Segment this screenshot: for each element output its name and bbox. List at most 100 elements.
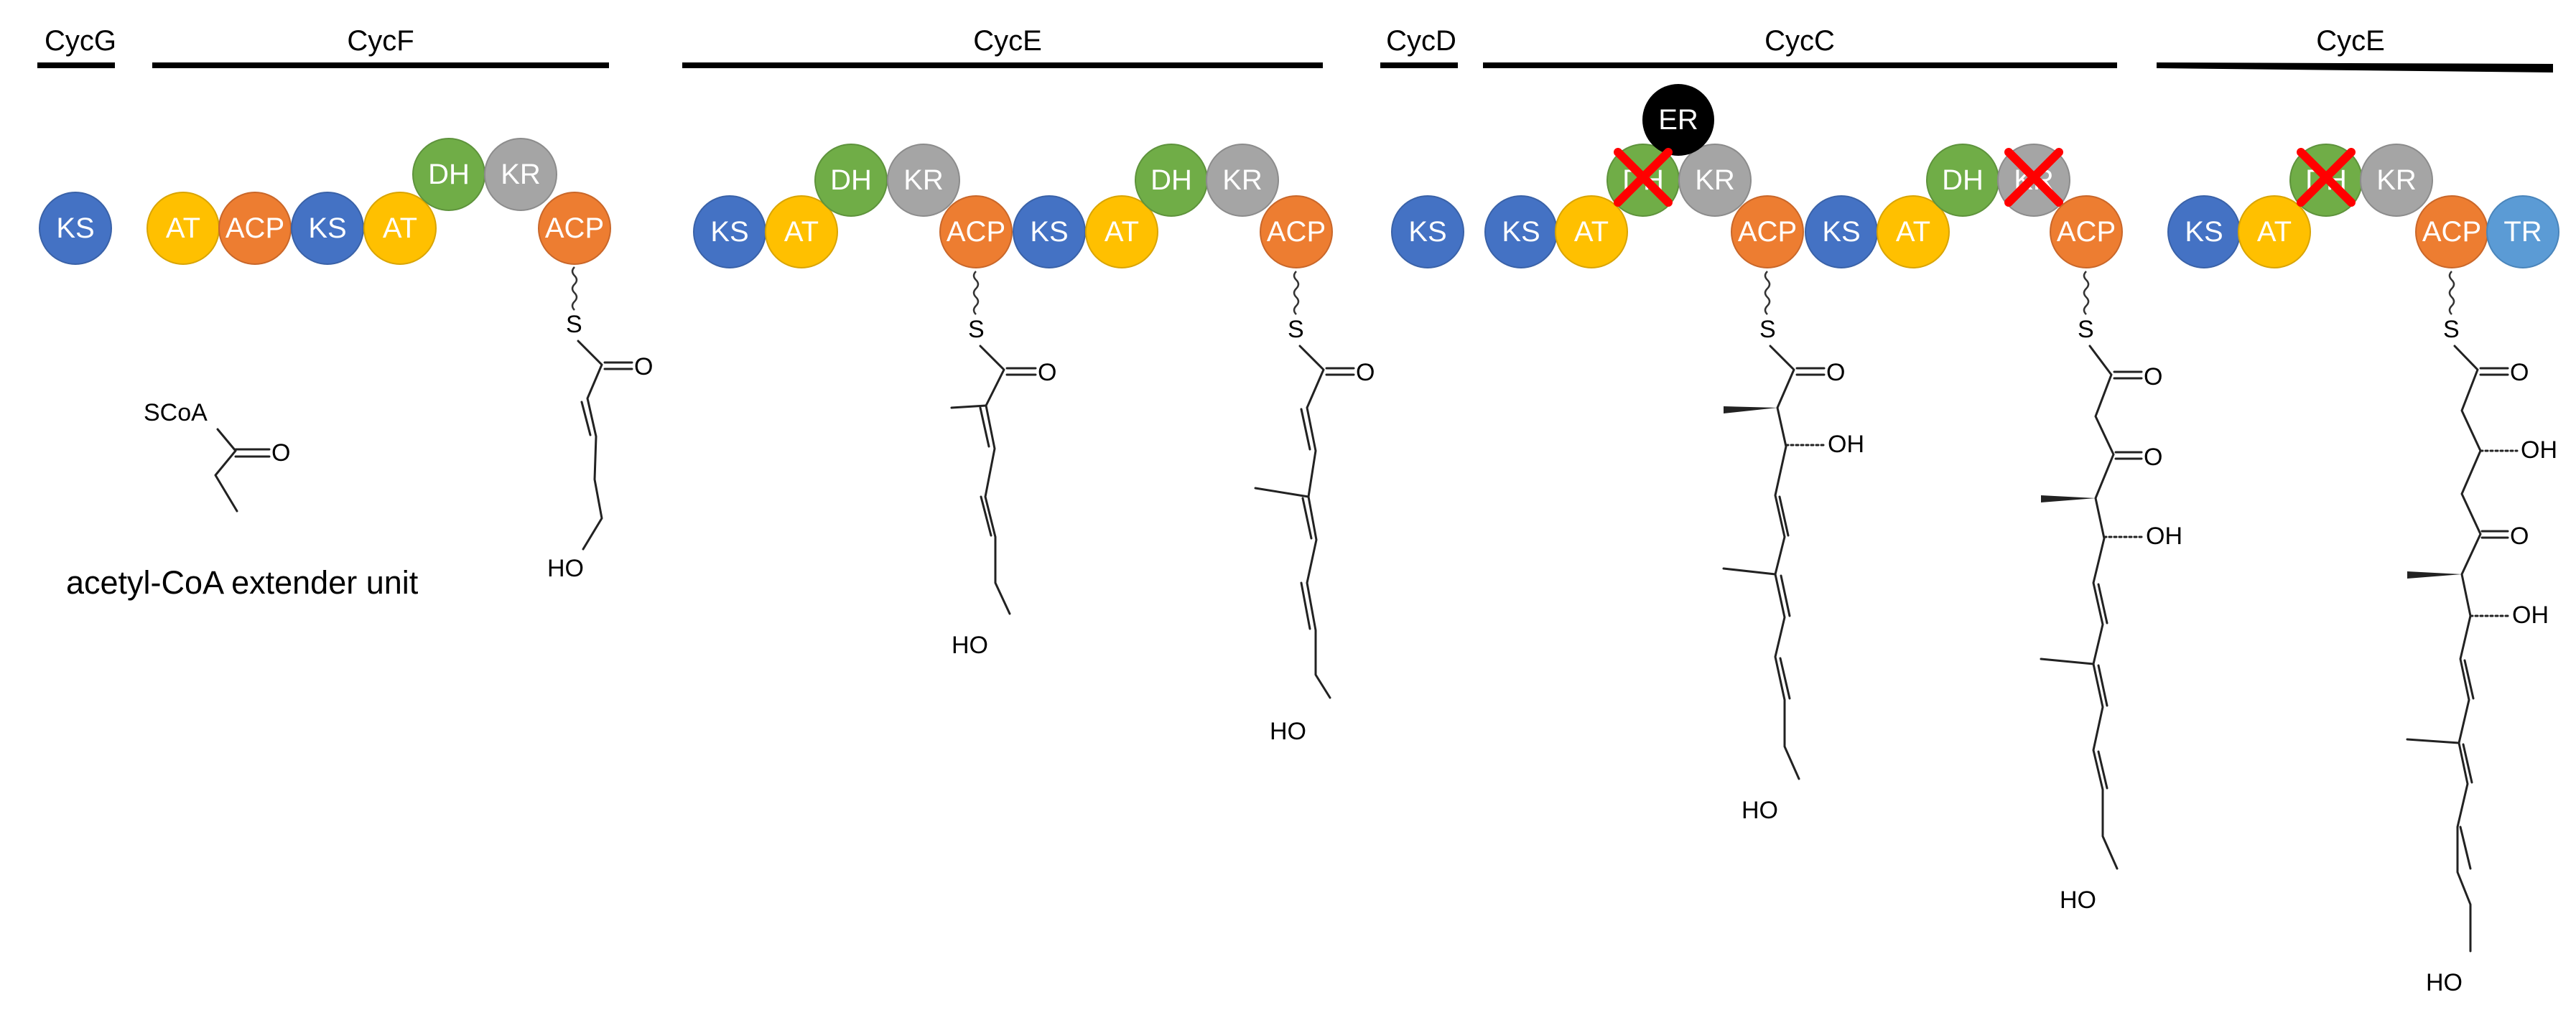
svg-text:AT: AT <box>1574 216 1609 248</box>
terminal-hydroxyl-label: HO <box>2060 887 2096 914</box>
domain-at: AT <box>765 195 838 268</box>
gene-label-cyce-1: CycE <box>973 25 1042 57</box>
oxygen-label: O <box>2510 523 2529 550</box>
terminal-hydroxyl-label: HO <box>547 555 584 582</box>
domain-kr: KR <box>1678 144 1752 217</box>
domain-acp: ACP <box>2415 195 2488 268</box>
oxygen-label: O <box>271 439 290 467</box>
sulfur-label: S <box>1288 316 1304 343</box>
domain-at: AT <box>363 192 437 265</box>
sulfur-label: S <box>2443 316 2460 343</box>
svg-text:DH: DH <box>1150 164 1192 196</box>
domain-acp: ACP <box>538 192 611 265</box>
oxygen-label: O <box>1826 359 1845 386</box>
svg-text:KR: KR <box>903 164 944 196</box>
oxygen-label: O <box>634 353 653 380</box>
svg-text:ACP: ACP <box>225 212 284 244</box>
svg-text:KS: KS <box>308 212 346 244</box>
inactivation-x-icon <box>2004 148 2063 207</box>
intermediate-chain-6: S O OH O OH HO <box>2406 271 2557 996</box>
oxygen-label: O <box>1356 359 1375 386</box>
domain-tr: TR <box>2486 195 2559 268</box>
gene-label-cyce-2: CycE <box>2316 25 2385 57</box>
svg-text:ACP: ACP <box>2422 216 2481 248</box>
domain-ks: KS <box>1013 195 1086 268</box>
svg-text:KR: KR <box>1695 164 1735 196</box>
domain-er: ER <box>1642 84 1714 156</box>
terminal-hydroxyl-label: HO <box>1742 797 1778 824</box>
gene-label-cycc: CycC <box>1764 25 1835 57</box>
domain-at: AT <box>147 192 220 265</box>
sulfur-label: S <box>566 311 582 338</box>
svg-text:AT: AT <box>383 212 417 244</box>
domain-at: AT <box>1085 195 1158 268</box>
svg-text:ACP: ACP <box>1738 216 1797 248</box>
svg-text:ACP: ACP <box>2057 216 2116 248</box>
domain-kr: KR <box>484 138 557 211</box>
svg-text:AT: AT <box>1896 216 1930 248</box>
sulfur-label: S <box>2078 316 2094 343</box>
terminal-hydroxyl-label: HO <box>1270 718 1306 745</box>
svg-text:ACP: ACP <box>1267 216 1326 248</box>
sulfur-label: S <box>1759 316 1776 343</box>
svg-text:ER: ER <box>1658 104 1698 136</box>
domain-acp: ACP <box>939 195 1013 268</box>
domain-ks: KS <box>39 192 112 265</box>
svg-text:KR: KR <box>501 159 541 190</box>
domain-acp: ACP <box>1731 195 1804 268</box>
oxygen-label: O <box>2144 444 2162 471</box>
gene-label-cycd: CycD <box>1386 25 1456 57</box>
oxygen-label: O <box>2510 359 2529 386</box>
gene-bar-cyce-2 <box>2157 62 2553 72</box>
domain-acp: ACP <box>218 192 292 265</box>
svg-text:DH: DH <box>830 164 872 196</box>
terminal-hydroxyl-label: HO <box>2426 969 2463 996</box>
domain-acp: ACP <box>2050 195 2123 268</box>
svg-text:DH: DH <box>1942 164 1984 196</box>
domain-kr: KR <box>2360 144 2433 217</box>
sulfur-label: S <box>968 316 985 343</box>
svg-text:DH: DH <box>428 159 470 190</box>
svg-text:KS: KS <box>1408 216 1446 248</box>
svg-text:ACP: ACP <box>947 216 1005 248</box>
domain-dh: DH <box>1926 144 1999 217</box>
domain-kr: KR <box>887 144 960 217</box>
oxygen-label: O <box>2144 363 2162 390</box>
svg-text:KS: KS <box>2185 216 2223 248</box>
inactivation-x-icon <box>1614 148 1673 207</box>
domain-ks: KS <box>1391 195 1464 268</box>
svg-text:KS: KS <box>710 216 748 248</box>
intermediate-chain-2: S O HO <box>950 271 1056 659</box>
scoa-label: SCoA <box>144 399 208 426</box>
svg-text:KR: KR <box>2376 164 2417 196</box>
oxygen-label: O <box>1038 359 1056 386</box>
hydroxyl-label: OH <box>1828 431 1864 458</box>
svg-text:AT: AT <box>166 212 200 244</box>
inactivation-x-icon <box>2297 148 2356 207</box>
svg-text:ACP: ACP <box>545 212 604 244</box>
intermediate-chain-3: S O HO <box>1254 271 1375 745</box>
domain-at: AT <box>2238 195 2311 268</box>
domain-ks: KS <box>693 195 766 268</box>
domain-acp: ACP <box>1260 195 1333 268</box>
gene-label-cycg: CycG <box>45 25 116 57</box>
domain-ks: KS <box>2167 195 2241 268</box>
domain-at: AT <box>1555 195 1628 268</box>
domain-at: AT <box>1877 195 1950 268</box>
svg-text:KS: KS <box>1822 216 1860 248</box>
domain-ks: KS <box>291 192 364 265</box>
domain-kr: KR <box>1206 144 1279 217</box>
svg-text:AT: AT <box>784 216 819 248</box>
hydroxyl-label: OH <box>2521 436 2557 464</box>
terminal-hydroxyl-label: HO <box>952 632 988 659</box>
svg-text:KR: KR <box>1222 164 1263 196</box>
domain-ks: KS <box>1484 195 1558 268</box>
domain-ks: KS <box>1805 195 1878 268</box>
svg-text:AT: AT <box>1105 216 1139 248</box>
svg-text:KS: KS <box>56 212 94 244</box>
domain-dh: DH <box>1135 144 1208 217</box>
svg-text:TR: TR <box>2503 216 2542 248</box>
svg-text:KS: KS <box>1030 216 1068 248</box>
svg-text:KS: KS <box>1502 216 1540 248</box>
